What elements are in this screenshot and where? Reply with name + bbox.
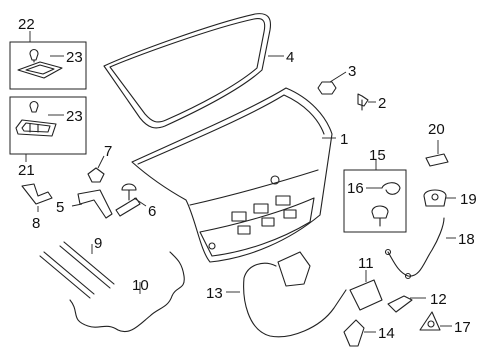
callout-23-upper: 23	[66, 49, 83, 66]
latch-assembly: 13	[206, 251, 347, 338]
callout-1: 1	[340, 131, 348, 148]
callout-6: 6	[148, 203, 156, 220]
callout-11: 11	[358, 255, 374, 272]
hinge-bracket: 5	[56, 189, 141, 219]
license-lamp-housing-upper	[17, 61, 63, 79]
callout-20: 20	[428, 121, 445, 138]
callout-12: 12	[430, 291, 447, 308]
small-bolt: 2	[357, 93, 386, 112]
release-cable: 10	[69, 251, 185, 333]
wire-harness: 18	[384, 217, 475, 280]
small-bracket-8: 8	[21, 183, 53, 232]
clip-nut-7: 7	[87, 143, 112, 183]
latch-cover: 11	[349, 255, 383, 311]
callout-15: 15	[369, 147, 386, 164]
callout-13: 13	[206, 285, 223, 302]
callout-23-lower: 23	[66, 108, 83, 125]
callout-18: 18	[458, 231, 475, 248]
callout-4: 4	[286, 49, 294, 66]
box-21: 21 23	[9, 96, 87, 179]
callout-3: 3	[348, 63, 356, 80]
bumper-stop: 3	[317, 63, 356, 95]
box-15: 15 16	[343, 147, 407, 233]
box-22: 22 23	[9, 16, 87, 90]
striker-14: 14	[343, 319, 395, 347]
callout-22: 22	[18, 16, 35, 33]
callout-16: 16	[347, 180, 364, 197]
license-lamp-housing-lower	[15, 119, 57, 137]
callout-8: 8	[32, 215, 40, 232]
screw-6: 6	[121, 183, 156, 220]
callout-21: 21	[18, 162, 35, 179]
callout-14: 14	[378, 325, 395, 342]
bulb-upper	[29, 48, 39, 63]
trunk-lid: 1	[131, 87, 348, 263]
callout-2: 2	[378, 95, 386, 112]
callout-10: 10	[132, 277, 149, 294]
bumper-17: 17	[419, 311, 471, 336]
switch-19: 19	[423, 189, 477, 208]
callout-17: 17	[454, 319, 471, 336]
weatherstrip: 4	[103, 13, 294, 129]
callout-5: 5	[56, 199, 64, 216]
switch-20: 20	[425, 121, 449, 167]
trim-bracket-12: 12	[387, 291, 447, 313]
bulb-lower	[29, 100, 39, 113]
gas-struts: 9	[39, 235, 115, 299]
callout-7: 7	[104, 143, 112, 160]
callout-19: 19	[460, 191, 477, 208]
callout-9: 9	[94, 235, 102, 252]
